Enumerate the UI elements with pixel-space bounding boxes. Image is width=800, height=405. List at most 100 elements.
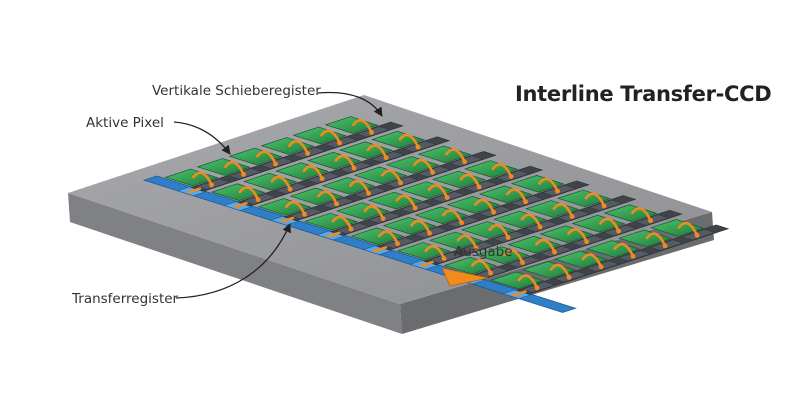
charge-arrow-tip	[566, 275, 572, 280]
register-to-transfer-arrow	[233, 202, 248, 209]
charge-arrow-tip	[537, 224, 543, 230]
charge-arrow-tip	[305, 151, 310, 156]
charge-transfer-arc	[567, 228, 588, 243]
charge-arrow-tip	[476, 184, 482, 190]
charge-arrow-tip	[488, 270, 493, 276]
charge-transfer-arc	[424, 244, 446, 260]
charge-transfer-arc	[677, 221, 699, 237]
active-pixel	[510, 175, 565, 193]
charge-transfer-arc	[363, 204, 385, 220]
charge-transfer-arc	[445, 148, 466, 164]
charge-transfer-arc	[352, 118, 373, 134]
register-to-transfer-arrow	[326, 231, 341, 238]
charge-arrow-tip	[273, 161, 278, 167]
charge-transfer-arc	[631, 207, 652, 222]
active-pixel	[475, 246, 530, 264]
charge-arrow-tip	[534, 285, 540, 291]
charge-arrow-tip	[555, 188, 560, 194]
charge-arrow-tip	[412, 205, 418, 211]
charge-arrow-tip	[584, 239, 589, 245]
active-pixel	[522, 261, 577, 279]
active-pixel	[385, 156, 440, 174]
register-to-transfer-arrow	[187, 187, 202, 194]
charge-transfer-arc	[224, 160, 245, 176]
active-pixel	[539, 225, 594, 243]
active-pixel	[304, 212, 359, 231]
label-active-pixels: Aktive Pixel	[86, 115, 164, 131]
charge-arrow-tip	[569, 214, 575, 219]
charge-transfer-arc	[471, 259, 492, 275]
active-pixel	[650, 219, 705, 237]
charge-arrow-tip	[662, 243, 668, 249]
charge-arrow-tip	[520, 260, 525, 266]
active-pixel	[371, 130, 426, 149]
charge-transfer-arc	[491, 162, 513, 178]
charge-transfer-arc	[517, 274, 539, 290]
active-pixel	[557, 189, 612, 208]
charge-transfer-arc	[427, 183, 449, 199]
active-pixel	[324, 116, 379, 134]
leader-active-pixels	[173, 121, 231, 155]
active-pixel	[525, 200, 580, 218]
output-arrow-icon	[441, 267, 489, 287]
charge-arrow-tip	[491, 209, 496, 215]
active-pixel	[603, 204, 658, 222]
charge-arrow-tip	[348, 226, 354, 232]
charge-arrow-tip	[380, 216, 386, 222]
charge-transfer-arc	[238, 186, 260, 201]
active-pixel	[321, 177, 376, 195]
leader-vertical-registers	[317, 91, 383, 117]
active-pixel	[446, 196, 501, 214]
charge-transfer-arc	[349, 179, 370, 195]
active-pixel	[429, 231, 484, 250]
register-to-transfer-arrow	[419, 260, 434, 268]
charge-arrow-tip	[351, 165, 357, 171]
charge-transfer-arc	[302, 165, 324, 180]
charge-arrow-tip	[398, 180, 403, 186]
charge-arrow-tip	[441, 256, 447, 261]
charge-transfer-arc	[256, 150, 277, 166]
charge-arrow-tip	[302, 212, 307, 217]
charge-arrow-tip	[209, 182, 215, 188]
charge-arrow-tip	[430, 170, 435, 175]
charge-transfer-arc	[584, 192, 606, 208]
active-pixel	[414, 206, 469, 225]
register-to-transfer-arrow	[280, 216, 295, 223]
label-vertical-shift-registers: Vertikale Schieberegister	[152, 83, 321, 99]
active-pixel	[461, 221, 516, 239]
active-pixel	[243, 172, 298, 191]
active-pixel	[164, 168, 219, 187]
charge-transfer-arc	[488, 223, 510, 239]
active-pixel	[275, 162, 330, 180]
charge-transfer-arc	[317, 190, 338, 206]
charge-arrow-tip	[616, 228, 621, 234]
charge-arrow-tip	[255, 197, 261, 203]
active-pixel	[307, 151, 362, 170]
diagram-title: Interline Transfer-CCD	[515, 82, 772, 106]
charge-arrow-tip	[444, 195, 450, 201]
register-to-transfer-arrow	[512, 290, 527, 297]
active-pixel	[353, 166, 408, 185]
charge-transfer-arc	[613, 242, 635, 258]
active-pixel	[464, 160, 519, 178]
charge-transfer-arrows	[187, 118, 700, 297]
charge-arrow-tip	[337, 140, 342, 146]
charge-arrow-tip	[383, 155, 389, 161]
charge-transfer-arc	[366, 144, 388, 159]
charge-transfer-arc	[538, 177, 559, 193]
active-pixel	[339, 141, 394, 159]
active-pixel	[443, 256, 498, 275]
register-to-transfer-arrow	[373, 246, 388, 253]
board-left-face	[68, 193, 402, 334]
active-pixel	[400, 181, 455, 199]
charge-transfer-arc	[459, 173, 481, 189]
charge-transfer-arc	[520, 213, 542, 229]
active-pixel	[490, 271, 545, 290]
active-pixel	[336, 202, 391, 220]
charge-transfer-arc	[552, 202, 574, 218]
charge-arrow-tip	[473, 245, 479, 251]
charge-transfer-arc	[535, 238, 556, 254]
charge-transfer-arc	[288, 139, 309, 155]
